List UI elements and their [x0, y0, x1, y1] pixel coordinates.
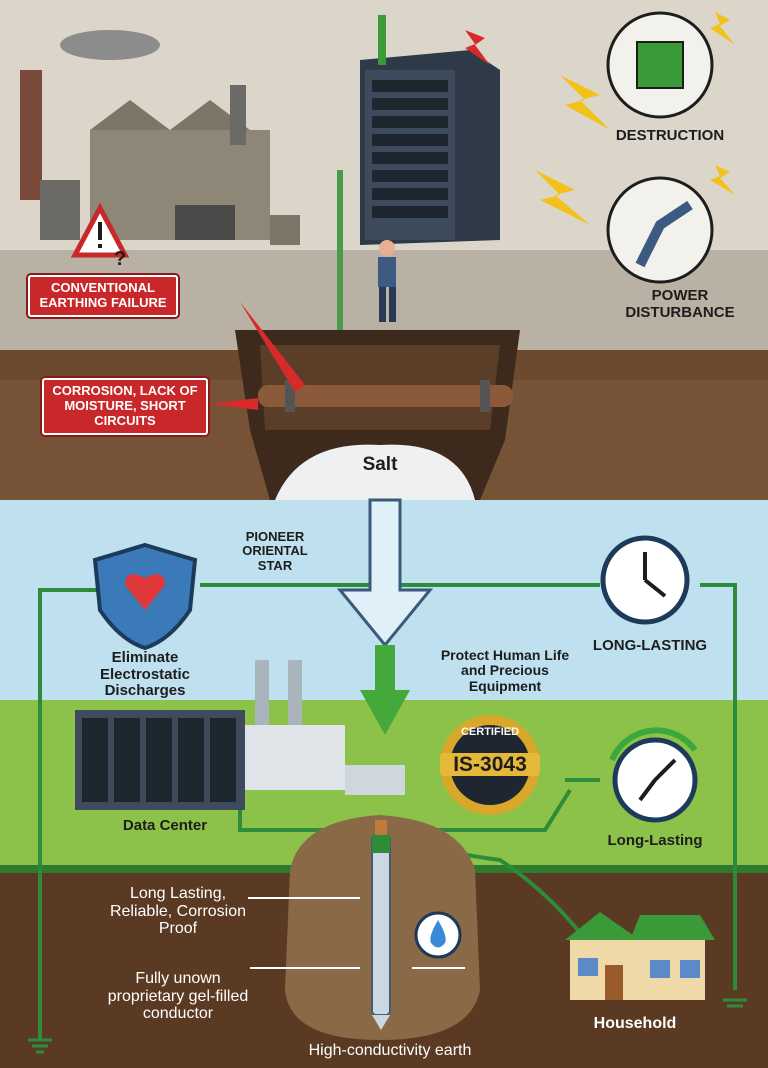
feature-gel-conductor: Fully unown proprietary gel-filled condu… [107, 970, 249, 1023]
data-center-label: Data Center [122, 817, 208, 834]
modern-factory-icon [245, 660, 405, 795]
old-factory-icon [20, 30, 300, 245]
causes-label: CORROSION, LACK OF MOISTURE, SHORT CIRCU… [42, 378, 208, 435]
question-mark: ? [113, 248, 127, 270]
brand-label: PIONEER ORIENTAL STAR [242, 529, 308, 573]
confused-person-icon [378, 240, 396, 322]
salt-label: Salt [362, 454, 398, 475]
house-icon [565, 912, 715, 1000]
electrode-rod [371, 834, 391, 1016]
lightning-bolt-icons [535, 12, 735, 225]
certified-text: CERTIFIED [460, 726, 520, 738]
corroded-pipe [258, 385, 513, 407]
down-arrow-green-icon [360, 645, 410, 735]
heart-icon [125, 574, 165, 610]
down-arrow-white-icon [336, 498, 434, 648]
standard-text: IS-3043 [440, 753, 540, 777]
power-disturbance-label: POWER DISTURBANCE [625, 287, 735, 321]
earth-label: High-conductivity earth [308, 1042, 472, 1059]
protect-label: Protect Human Life and Precious Equipmen… [440, 647, 570, 694]
earthing-failure-label: CONVENTIONAL EARTHING FAILURE [28, 275, 178, 317]
electrostatic-label: Eliminate Electrostatic Discharges [99, 649, 191, 699]
earthing-wire [38, 583, 737, 1040]
household-label: Household [593, 1015, 677, 1032]
long-lasting-label: Long-Lasting [607, 832, 703, 849]
salt-pile [275, 444, 475, 500]
long-lasting-caps-label: LONG-LASTING [592, 637, 708, 654]
cpu-chip-icon [636, 41, 684, 89]
server-rack-icon [337, 15, 500, 340]
robot-arm-icon [635, 200, 693, 268]
data-center-icon [75, 710, 245, 810]
feature-corrosion-proof: Long Lasting, Reliable, Corrosion Proof [109, 885, 247, 938]
destruction-label: DESTRUCTION [615, 127, 725, 144]
